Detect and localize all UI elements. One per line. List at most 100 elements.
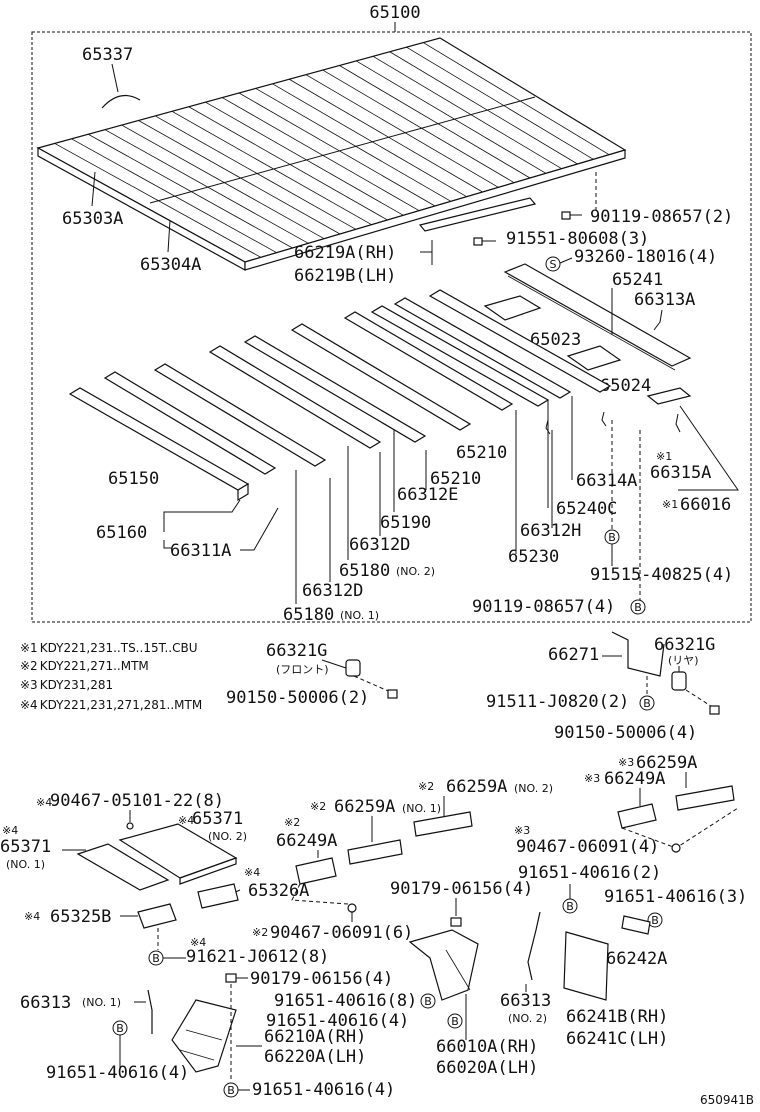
mark-90467-06091-left: ※2 [252, 926, 268, 939]
label-65371-no2: 65371 [192, 809, 243, 829]
label-91651-2: 91651-40616(2) [518, 863, 661, 883]
label-91621: 91621-J0612(8) [186, 947, 329, 967]
svg-text:B: B [152, 952, 160, 965]
side-rail-66219 [418, 197, 537, 232]
label-66249a-right: 66249A [604, 769, 665, 789]
mark-66249a-left: ※2 [284, 816, 300, 829]
label-65210-a: 65210 [456, 443, 507, 463]
label-66321g-rear: 66321G [654, 635, 715, 655]
mark-66016: ※1 [662, 498, 678, 511]
label-66259a-no1: 66259A [334, 797, 395, 817]
svg-text:B: B [643, 697, 651, 710]
label-90150-2: 90150-50006(2) [226, 688, 369, 708]
label-66259a-no1-suffix: (NO. 1) [402, 802, 441, 815]
label-66313a: 66313A [634, 290, 695, 310]
mark-91621: ※4 [190, 936, 206, 949]
label-66259a-no2: 66259A [446, 777, 507, 797]
svg-text:B: B [634, 601, 642, 614]
bolt-marker-icon [639, 695, 655, 711]
label-65024: 65024 [600, 376, 651, 396]
svg-text:B: B [608, 531, 616, 544]
bracket-66321g-front [345, 659, 361, 677]
plate-66259a-no2 [413, 811, 473, 837]
deck-floor-panel [36, 37, 627, 272]
label-65023: 65023 [530, 330, 581, 350]
label-66210a: 66210A(RH) [264, 1027, 366, 1047]
label-90150-4: 90150-50006(4) [554, 723, 697, 743]
label-66321g-front-suffix: (フロント) [276, 663, 329, 676]
plate-66249a-right [617, 803, 657, 829]
bearer-65210-a [243, 335, 427, 443]
block-65023 [483, 295, 542, 321]
svg-text:B: B [116, 1022, 124, 1035]
label-65150: 65150 [108, 469, 159, 489]
label-65230: 65230 [508, 547, 559, 567]
bolt-marker-icon [420, 993, 436, 1009]
svg-text:B: B [651, 914, 659, 927]
label-66312d-b: 66312D [302, 581, 363, 601]
label-90467-06091-right: 90467-06091(4) [516, 837, 659, 857]
plate-66249a-left [295, 857, 337, 885]
mark-90467-06091-right: ※3 [514, 824, 530, 837]
corner-trim [101, 94, 141, 109]
label-65304a: 65304A [140, 255, 201, 275]
label-65180-no1-suffix: (NO. 1) [340, 609, 379, 622]
label-91551: 91551-80608(3) [506, 229, 649, 249]
label-66220a: 66220A(LH) [264, 1047, 366, 1067]
label-90119-4: 90119-08657(4) [472, 597, 615, 617]
label-91651-4-mid: 91651-40616(4) [266, 1011, 409, 1031]
bolt-icon [473, 237, 496, 246]
cross-member-65241 [503, 263, 692, 367]
label-91515: 91515-40825(4) [590, 565, 733, 585]
label-66249a-left: 66249A [276, 831, 337, 851]
label-66016: 66016 [680, 495, 731, 515]
label-66315a: 66315A [650, 463, 711, 483]
label-65190: 65190 [380, 513, 431, 533]
label-90467-05101: 90467-05101-22(8) [50, 791, 224, 811]
label-66259a-no2-suffix: (NO. 2) [514, 782, 553, 795]
label-66321g-rear-suffix: (リヤ) [668, 654, 699, 667]
svg-text:B: B [227, 1084, 235, 1097]
label-66312d-a: 66312D [349, 535, 410, 555]
label-66259a-right: 66259A [636, 753, 697, 773]
label-90467-06091-left: 90467-06091(6) [270, 923, 413, 943]
mark-66259a-right: ※3 [618, 756, 634, 769]
label-91651-4-bottom: 91651-40616(4) [252, 1080, 395, 1100]
svg-text:B: B [424, 995, 432, 1008]
label-65371-no1-suffix: (NO. 1) [6, 858, 45, 871]
bearer-65150 [68, 387, 250, 502]
label-65326a: 65326A [248, 881, 309, 901]
label-91511: 91511-J0820(2) [486, 692, 629, 712]
mark-65326a: ※4 [244, 866, 260, 879]
label-66311a: 66311A [170, 541, 231, 561]
label-65337: 65337 [82, 45, 133, 65]
bearer-right [428, 289, 612, 393]
diagram-id: 650941B [700, 1093, 754, 1107]
label-65325b: 65325B [50, 907, 111, 927]
label-66313-no2-suffix: (NO. 2) [508, 1012, 547, 1025]
mark-90467-05101: ※4 [36, 796, 52, 809]
label-65241: 65241 [612, 270, 663, 290]
label-65371-no2-suffix: (NO. 2) [208, 830, 247, 843]
mark-65371-no2: ※4 [178, 814, 194, 827]
nut-icon [225, 973, 237, 983]
label-66010a: 66010A(RH) [436, 1037, 538, 1057]
strap-66313-no1 [147, 989, 153, 1034]
bearer-65180-no1 [103, 371, 277, 475]
svg-text:S: S [550, 258, 557, 271]
label-65240c: 65240C [556, 499, 617, 519]
label-90179-b: 90179-06156(4) [250, 969, 393, 989]
label-90179-a: 90179-06156(4) [390, 879, 533, 899]
label-66312e: 66312E [397, 485, 458, 505]
bracket-66016 [646, 387, 692, 405]
label-65180-no2: 65180 [339, 561, 390, 581]
label-66219b: 66219B(LH) [294, 266, 396, 286]
mark-65371-no1: ※4 [2, 824, 18, 837]
label-91651-8: 91651-40616(8) [274, 991, 417, 1011]
mark-66259a-no1: ※2 [310, 800, 326, 813]
